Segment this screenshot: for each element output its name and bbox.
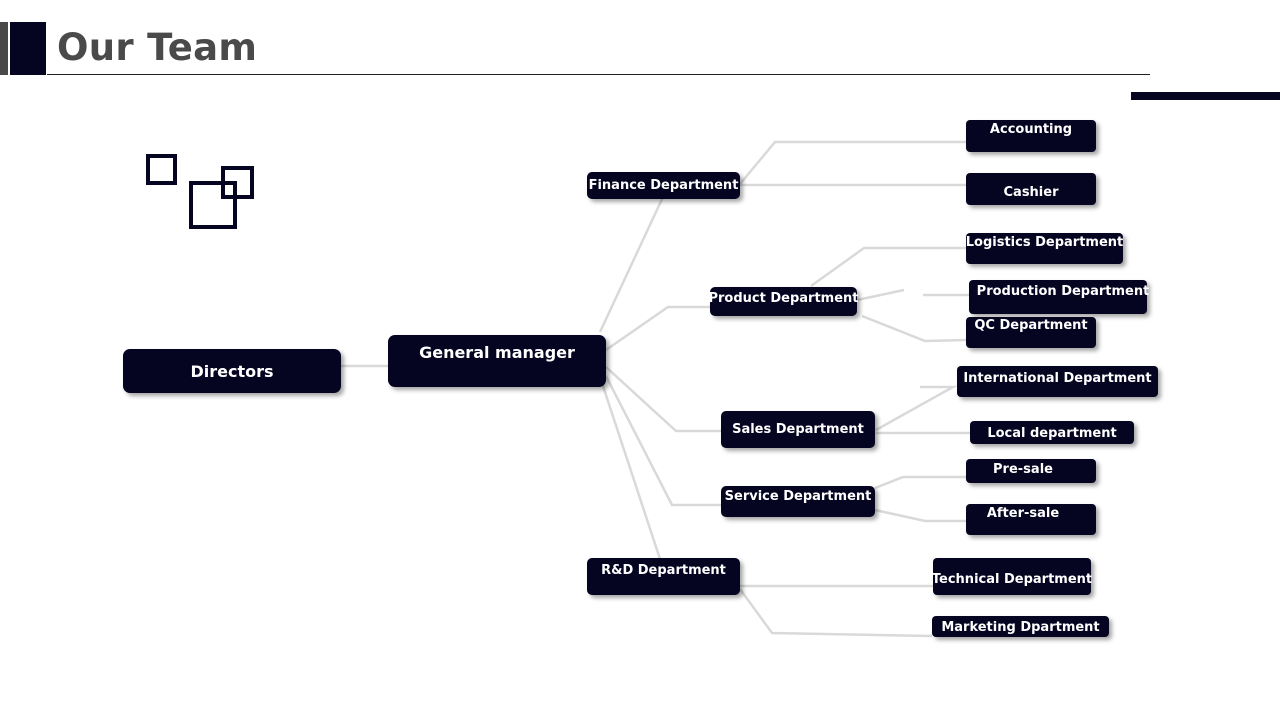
connector-manager-finance: [598, 196, 665, 333]
node-cashier[interactable]: Cashier: [966, 173, 1096, 205]
node-logistics-department[interactable]: Logistics Department: [966, 233, 1123, 264]
connector-product-logistics: [810, 246, 966, 288]
corner-accent-bar: [1131, 92, 1280, 100]
connector-manager-service: [604, 375, 722, 507]
node-finance-department[interactable]: Finance Department: [587, 172, 740, 199]
node-service-department[interactable]: Service Department: [721, 486, 875, 517]
connector-finance-accounting: [739, 140, 966, 185]
node-pre-sale[interactable]: Pre-sale: [966, 459, 1096, 483]
node-production-department[interactable]: Production Department: [969, 280, 1149, 314]
node-qc-department[interactable]: QC Department: [966, 317, 1096, 348]
node-local-department[interactable]: Local department: [970, 421, 1134, 444]
node-international-department[interactable]: International Department: [957, 366, 1158, 397]
connector-manager-sales: [605, 366, 722, 433]
title-accent-dark-bar: [10, 22, 46, 75]
connector-manager-product: [605, 305, 711, 352]
title-underline: [47, 74, 1150, 75]
node-general-manager[interactable]: General manager: [388, 335, 606, 387]
node-accounting[interactable]: Accounting: [966, 120, 1096, 152]
node-directors[interactable]: Directors: [123, 349, 341, 393]
connector-manager-rnd: [599, 379, 662, 560]
decorative-square-icon: [146, 154, 177, 185]
connector-product-qc: [861, 314, 967, 343]
decorative-square-icon: [189, 181, 237, 229]
node-technical-department[interactable]: Technical Department: [932, 558, 1092, 595]
node-rnd-department[interactable]: R&D Department: [587, 558, 740, 595]
connector-sales-international: [875, 385, 958, 432]
node-sales-department[interactable]: Sales Department: [721, 411, 875, 448]
connector-product-production-a: [856, 288, 905, 302]
connector-service-presale: [874, 475, 966, 490]
node-after-sale[interactable]: After-sale: [966, 504, 1096, 535]
connector-rnd-marketing: [738, 588, 933, 638]
page-title: Our Team: [57, 26, 258, 69]
connector-service-aftersale: [874, 508, 966, 523]
node-product-department[interactable]: Product Department: [708, 287, 859, 316]
node-marketing-department[interactable]: Marketing Dpartment: [932, 616, 1109, 637]
title-accent-gray-bar: [0, 22, 8, 75]
